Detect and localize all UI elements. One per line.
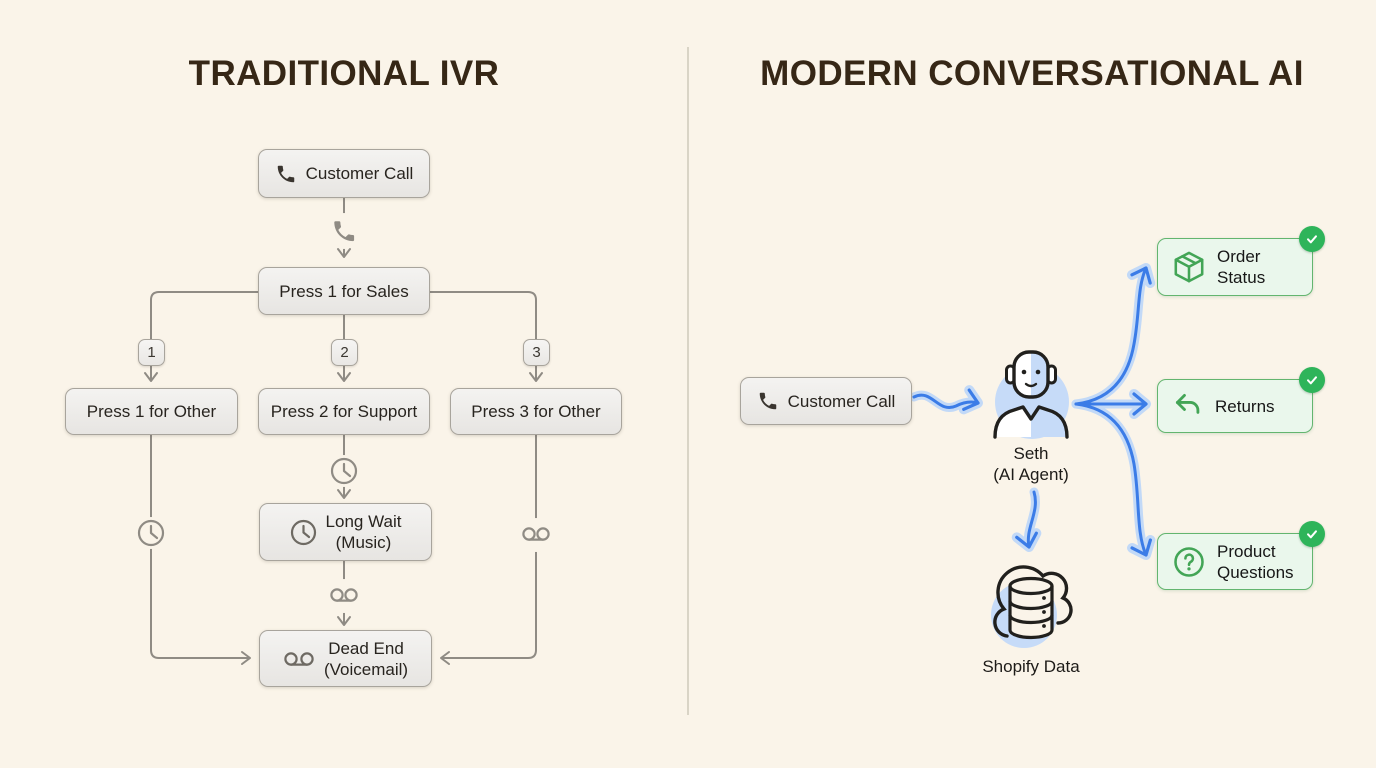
node-label: Product Questions [1217,541,1294,583]
node-customer-call-right: Customer Call [740,377,912,425]
node-label: Dead End (Voicemail) [324,638,408,680]
chip-option-3: 3 [523,339,550,366]
chip-option-1: 1 [138,339,165,366]
node-press-1-sales: Press 1 for Sales [258,267,430,315]
voicemail-icon [519,518,553,552]
node-label: Press 3 for Other [471,402,601,421]
label-line-1: Returns [1215,396,1275,416]
voicemail-icon [284,651,314,666]
node-label: Press 2 for Support [270,402,418,421]
question-mark-icon [1174,546,1204,577]
clock-icon [328,455,360,487]
node-long-wait: Long Wait (Music) [259,503,432,561]
node-label: Returns [1215,396,1275,417]
chip-option-2: 2 [331,339,358,366]
node-label: Order Status [1217,246,1265,288]
node-press-2-support: Press 2 for Support [258,388,430,435]
section-divider [687,47,689,715]
package-icon [1174,251,1204,283]
label-line-1: Order [1217,247,1261,266]
agent-role: (AI Agent) [993,465,1069,484]
node-order-status: Order Status [1157,226,1325,296]
data-source-caption: Shopify Data [941,656,1121,677]
node-customer-call-left: Customer Call [258,149,430,198]
check-icon [1307,530,1317,539]
node-press-1-other: Press 1 for Other [65,388,238,435]
ai-agent-avatar [993,350,1069,439]
voicemail-icon [327,579,361,613]
node-label: Long Wait (Music) [326,511,402,553]
check-icon [1307,376,1317,385]
data-source-label: Shopify Data [982,657,1080,676]
agent-name: Seth [1013,444,1049,463]
clock-icon [135,517,167,549]
check-badge [1299,226,1325,252]
right-title: MODERN CONVERSATIONAL AI [760,54,1304,93]
label-line-2: Status [1217,268,1266,287]
label-line-1: Product [1217,541,1276,561]
label-line-1: Long Wait [325,512,402,531]
node-product-questions: Product Questions [1157,521,1325,590]
phone-icon [277,165,294,182]
label-line-2: (Voicemail) [323,659,409,679]
node-press-3-other: Press 3 for Other [450,388,622,435]
node-returns: Returns [1157,367,1325,433]
node-label: Customer Call [305,164,414,183]
chip-label: 1 [147,344,156,361]
phone-icon [326,213,362,249]
phone-icon [759,392,776,410]
return-arrow-icon [1175,393,1200,414]
chip-label: 3 [532,344,541,361]
label-line-1: Dead End [328,638,404,658]
check-icon [1307,235,1317,244]
label-line-2: (Music) [335,533,392,552]
left-title: TRADITIONAL IVR [188,54,500,93]
cloud-database-icon [991,565,1073,648]
node-dead-end: Dead End (Voicemail) [259,630,432,687]
node-label: Press 1 for Other [86,402,217,421]
clock-icon [290,519,316,545]
check-badge [1299,367,1325,393]
agent-caption: Seth (AI Agent) [951,443,1111,485]
ai-flow-arrows [909,263,1156,560]
node-label: Press 1 for Sales [279,281,409,301]
chip-label: 2 [340,344,349,361]
label-line-2: Questions [1217,562,1294,582]
node-label: Customer Call [787,391,896,411]
check-badge [1299,521,1325,547]
